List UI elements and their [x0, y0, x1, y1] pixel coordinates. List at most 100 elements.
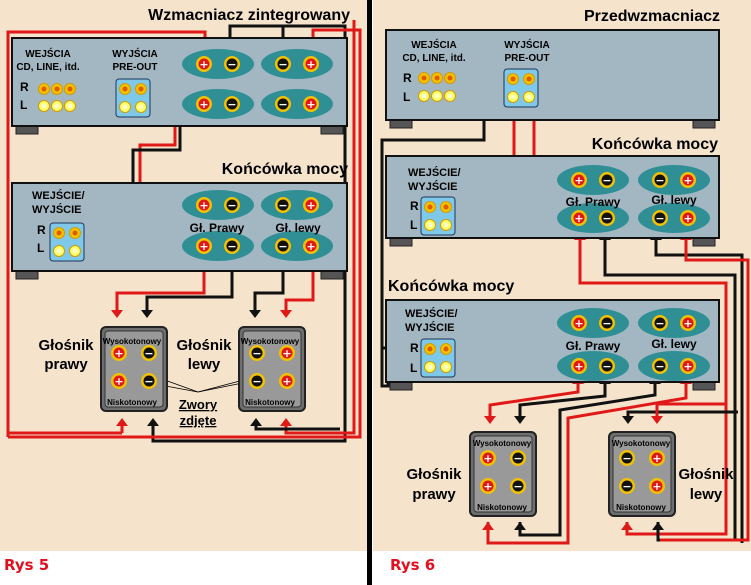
power-amp-title: Końcówka mocy	[222, 161, 348, 178]
wire-plug-icon	[116, 418, 128, 426]
terminal-core	[601, 174, 613, 186]
terminal-core	[601, 360, 613, 372]
channel-r-label: R	[410, 199, 419, 213]
wire-plug-icon	[111, 310, 123, 318]
channel-r-label: R	[37, 223, 46, 237]
plus-icon: +	[199, 58, 208, 71]
rca-jack-center	[138, 104, 144, 110]
jumpers-removed-sublabel: zdjęte	[180, 413, 217, 428]
terminal-core	[143, 375, 155, 387]
terminal-core	[482, 452, 494, 464]
preamp-title: Przedwzmacniacz	[584, 8, 720, 25]
rca-jack-center	[427, 364, 433, 370]
terminal-core	[682, 360, 694, 372]
chassis-foot	[692, 119, 716, 129]
terminal-core	[305, 199, 317, 211]
channel-l-label: L	[403, 90, 410, 104]
speaker-left-label: Głośnik	[176, 337, 232, 354]
minus-icon: −	[513, 452, 522, 465]
wire-plug-icon	[250, 418, 262, 426]
chassis-foot	[320, 270, 344, 280]
positive-wire	[284, 262, 315, 315]
negative-wire	[603, 232, 737, 542]
woofer-label: Niskotonowy	[107, 398, 157, 407]
minus-icon: −	[144, 347, 153, 360]
rca-jack-center	[122, 86, 128, 92]
chassis-foot	[15, 125, 39, 135]
rca-jack-center	[54, 103, 60, 109]
terminal-core	[621, 452, 633, 464]
left-speaker-terminal-label: Gł. lewy	[275, 221, 321, 235]
terminal-core	[198, 98, 210, 110]
minus-icon: −	[252, 347, 261, 360]
minus-icon: −	[655, 360, 664, 373]
terminal-core	[277, 98, 289, 110]
speaker-left-label: Głośnik	[678, 466, 734, 483]
speaker-left-sublabel: lewy	[188, 356, 221, 373]
minus-icon: −	[602, 212, 611, 225]
terminal-core	[651, 480, 663, 492]
wire-plug-icon	[652, 522, 664, 530]
power-amp-1-title: Końcówka mocy	[592, 136, 718, 153]
plus-icon: +	[282, 347, 291, 360]
terminal-core	[573, 317, 585, 329]
minus-icon: −	[278, 58, 287, 71]
terminal-plate	[557, 351, 629, 381]
negative-wire	[145, 262, 234, 315]
chassis-foot	[320, 125, 344, 135]
terminal-core	[281, 375, 293, 387]
wire-plug-icon	[621, 522, 633, 530]
inputs-sublabel: CD, LINE, itd.	[16, 62, 80, 73]
io-sublabel: WYJŚCIE	[405, 321, 455, 334]
plus-icon: +	[199, 199, 208, 212]
rca-jack-center	[56, 248, 62, 254]
channel-r-label: R	[403, 71, 412, 85]
negative-wire	[626, 410, 738, 420]
terminal-core	[113, 347, 125, 359]
rca-jack-center	[510, 76, 516, 82]
plus-icon: +	[306, 240, 315, 253]
terminal-core	[113, 375, 125, 387]
plus-icon: +	[306, 98, 315, 111]
terminal-plate	[182, 89, 254, 119]
rca-jack-center	[427, 222, 433, 228]
preout-sublabel: PRE-OUT	[113, 62, 158, 73]
rca-jack-center	[67, 86, 73, 92]
power-amp-2-title: Końcówka mocy	[388, 278, 514, 295]
plus-icon: +	[652, 480, 661, 493]
minus-icon: −	[655, 317, 664, 330]
io-sublabel: WYJŚCIE	[32, 203, 82, 216]
plus-icon: +	[652, 452, 661, 465]
rca-jack-center	[54, 86, 60, 92]
chassis-foot	[692, 381, 716, 391]
positive-wire	[8, 28, 362, 439]
terminal-core	[277, 58, 289, 70]
terminal-core	[682, 174, 694, 186]
terminal-core	[621, 480, 633, 492]
terminal-core	[573, 360, 585, 372]
terminal-plate	[182, 190, 254, 220]
preout-sublabel: PRE-OUT	[505, 53, 550, 64]
terminal-core	[198, 58, 210, 70]
terminal-core	[682, 317, 694, 329]
terminal-core	[601, 317, 613, 329]
left-speaker-terminal-label: Gł. lewy	[651, 193, 697, 207]
rca-jack-center	[41, 86, 47, 92]
preout-label: WYJŚCIA	[112, 47, 158, 60]
rca-jack-center	[427, 346, 433, 352]
wire-plug-icon	[280, 418, 292, 426]
woofer-label: Niskotonowy	[616, 503, 666, 512]
figure-5-caption: Rys 5	[4, 556, 50, 574]
wire-plug-icon	[484, 416, 496, 424]
plus-icon: +	[683, 212, 692, 225]
wire-plug-icon	[280, 310, 292, 318]
woofer-label: Niskotonowy	[477, 503, 527, 512]
minus-icon: −	[602, 360, 611, 373]
plus-icon: +	[574, 360, 583, 373]
jumpers-removed-label: Zwory	[179, 397, 218, 412]
plus-icon: +	[199, 240, 208, 253]
terminal-core	[251, 347, 263, 359]
plus-icon: +	[574, 317, 583, 330]
wire-plug-icon	[141, 310, 153, 318]
terminal-plate	[261, 49, 333, 79]
